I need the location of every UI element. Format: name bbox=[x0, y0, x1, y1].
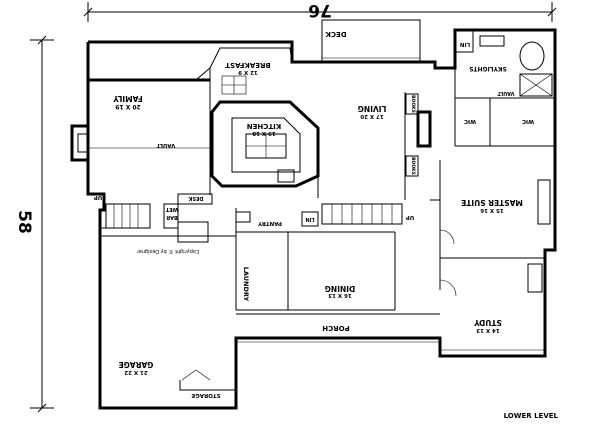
garage-size: 21 X 22 bbox=[124, 369, 148, 375]
copyright-notice: Copyright © by Designer bbox=[136, 248, 200, 255]
master-suite bbox=[430, 160, 551, 290]
desk-label: DESK bbox=[187, 195, 203, 201]
master-bath bbox=[454, 29, 555, 147]
dining-room bbox=[288, 231, 396, 311]
master-suite-size: 15 X 16 bbox=[480, 207, 504, 213]
main-stair bbox=[321, 203, 403, 225]
kitchen bbox=[210, 100, 320, 188]
porch-name: PORCH bbox=[322, 324, 350, 332]
linen-label: LIN bbox=[460, 41, 471, 47]
level-label: LOWER LEVEL bbox=[504, 412, 559, 420]
depth-dimension-label: 58 bbox=[14, 210, 34, 234]
garage-name: GARAGE bbox=[119, 360, 154, 369]
wet-bar bbox=[163, 193, 213, 243]
skylights-label: SKYLIGHTS bbox=[469, 65, 507, 72]
family-size: 20 X 19 bbox=[115, 103, 141, 110]
garage bbox=[100, 235, 236, 391]
porch bbox=[236, 313, 440, 343]
living-size: 17 X 20 bbox=[360, 113, 384, 119]
family-room bbox=[70, 80, 211, 195]
kitchen-name: KITCHEN bbox=[247, 122, 282, 130]
depth-dimension bbox=[30, 35, 54, 413]
exterior-walls bbox=[86, 28, 557, 410]
laundry-name: LAUNDRY bbox=[242, 267, 250, 302]
family-vault: VAULT bbox=[156, 142, 175, 148]
deck bbox=[321, 19, 421, 63]
family-name: FAMILY bbox=[113, 94, 143, 103]
main-stair-up: UP bbox=[406, 214, 415, 220]
wic-right: WIC bbox=[522, 118, 534, 124]
linen-2-label: LIN bbox=[305, 216, 314, 222]
wet-label: WET bbox=[165, 206, 178, 212]
pantry-name: PANTRY bbox=[257, 220, 282, 226]
breakfast-size: 12 X 9 bbox=[238, 69, 258, 75]
study-name: STUDY bbox=[474, 318, 502, 327]
master-suite-name: MASTER SUITE bbox=[461, 198, 523, 207]
kitchen-size: 19 X 18 bbox=[252, 130, 276, 136]
books-upper: BOOKS bbox=[410, 95, 416, 113]
width-dimension bbox=[83, 2, 557, 22]
wic-left: WIC bbox=[464, 118, 476, 124]
width-dimension-label: 76 bbox=[308, 0, 332, 20]
garage-stair bbox=[100, 203, 151, 229]
storage-name: STORAGE bbox=[191, 392, 220, 398]
breakfast-name: BREAKFAST bbox=[225, 61, 271, 69]
deck-name: DECK bbox=[325, 30, 347, 38]
living-room bbox=[317, 92, 432, 200]
living-name: LIVING bbox=[358, 104, 387, 113]
study-size: 14 X 13 bbox=[476, 327, 500, 333]
dining-name: DINING bbox=[325, 284, 356, 293]
bath-vault: VAULT bbox=[497, 90, 515, 96]
breakfast-nook bbox=[195, 47, 293, 95]
study bbox=[439, 263, 545, 351]
books-lower: BOOKS bbox=[410, 157, 416, 175]
dining-size: 16 X 13 bbox=[328, 292, 352, 298]
garage-stair-up: UP bbox=[94, 194, 103, 200]
bar-label: BAR bbox=[166, 214, 178, 220]
